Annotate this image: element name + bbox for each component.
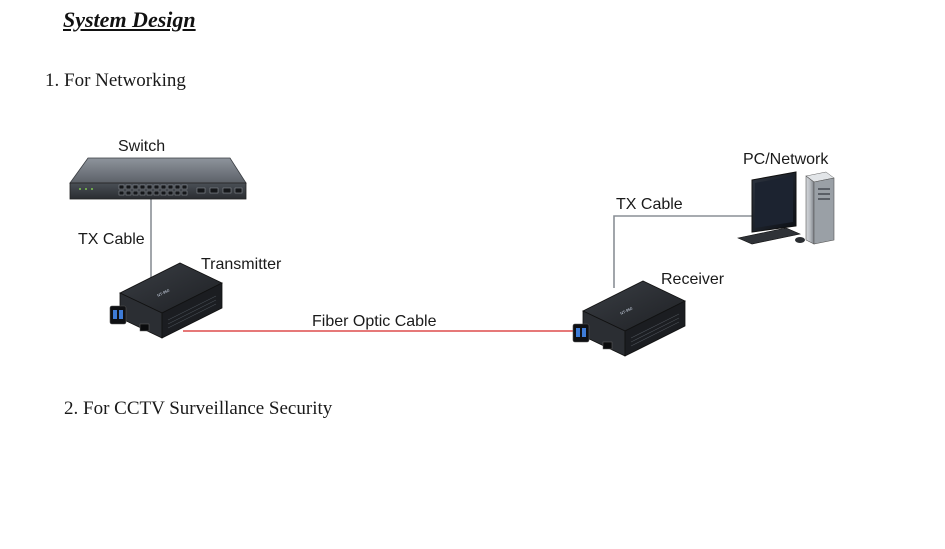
page-title: System Design xyxy=(63,7,196,32)
tx-cable-right-line xyxy=(613,215,752,288)
tx-cable-left-label: TX Cable xyxy=(78,231,145,248)
pc-network-label: PC/Network xyxy=(743,151,829,168)
transmitter-label: Transmitter xyxy=(201,256,282,273)
tx-cable-right-label: TX Cable xyxy=(616,196,683,213)
section-cctv: 2. For CCTV Surveillance Security xyxy=(64,398,333,419)
receiver-model-text: NT-950 xyxy=(619,305,634,316)
receiver-device-icon: NT-950 xyxy=(572,280,686,357)
fiber-optic-cable-label: Fiber Optic Cable xyxy=(312,313,437,330)
switch-label: Switch xyxy=(118,138,165,155)
switch-device-icon xyxy=(69,157,247,200)
transmitter-model-text: NT-950 xyxy=(156,287,171,298)
transmitter-device-icon: NT-950 xyxy=(109,262,223,339)
receiver-label: Receiver xyxy=(661,271,725,288)
section-networking: 1. For Networking xyxy=(45,70,186,91)
pc-computer-icon xyxy=(737,171,835,245)
